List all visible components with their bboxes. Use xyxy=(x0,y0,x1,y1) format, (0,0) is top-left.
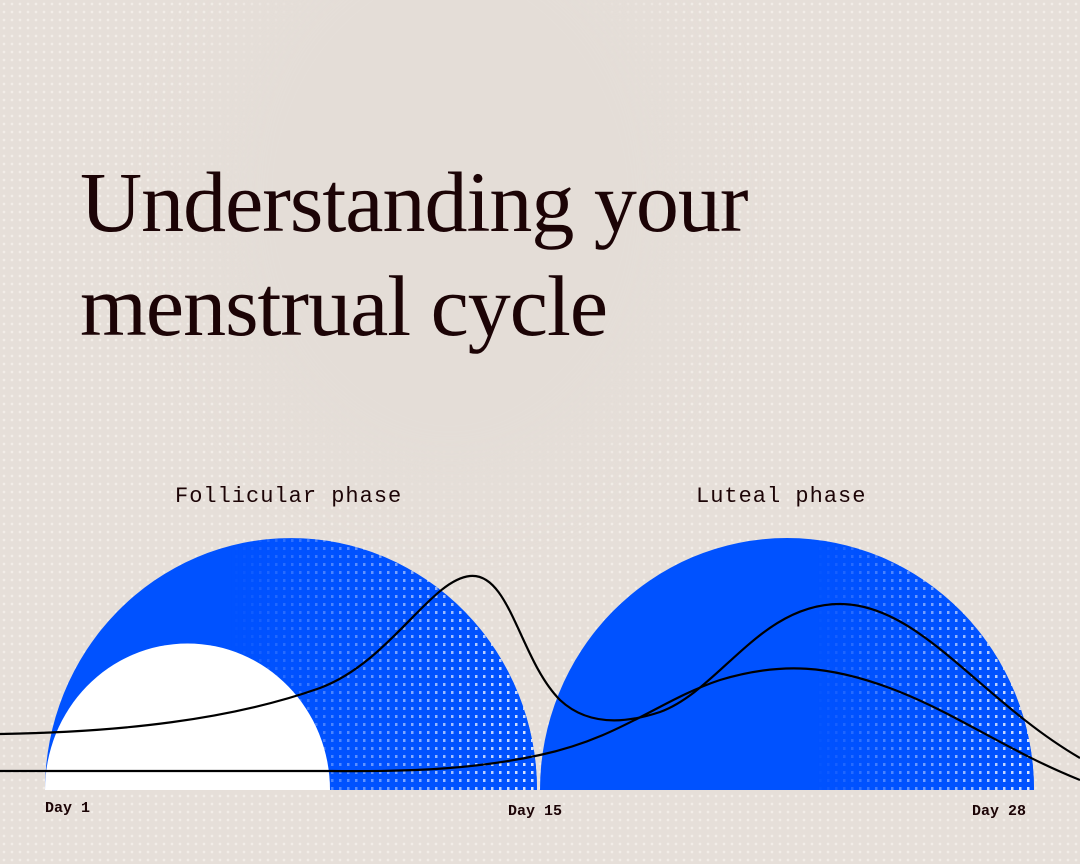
menstruation-arc xyxy=(45,643,330,790)
hormone-curve-estrogen xyxy=(0,574,1080,759)
day-15-label: Day 15 xyxy=(508,803,563,820)
day-28-label: Day 28 xyxy=(972,803,1027,820)
luteal-halftone xyxy=(540,538,1034,790)
hormone-curve-progesterone xyxy=(0,667,1080,782)
title-line-2: menstrual cycle xyxy=(80,258,608,354)
page-title: Understanding your menstrual cycle xyxy=(80,150,748,358)
day-1-label: Day 1 xyxy=(45,800,91,817)
luteal-phase-label: Luteal phase xyxy=(696,484,867,509)
follicular-phase-label: Follicular phase xyxy=(175,484,403,509)
background-shape xyxy=(200,0,700,500)
title-line-1: Understanding your xyxy=(80,154,748,250)
